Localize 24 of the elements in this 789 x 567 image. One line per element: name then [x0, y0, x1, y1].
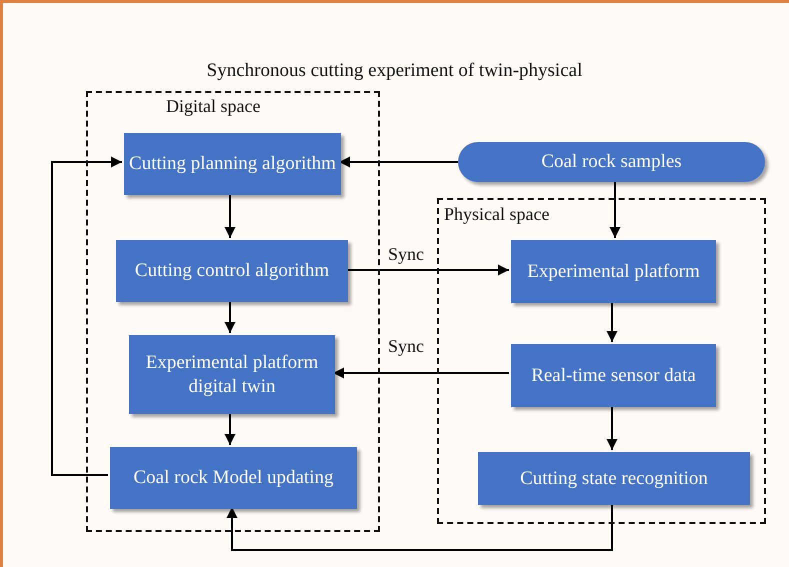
arrow	[224, 300, 236, 333]
arrow	[606, 301, 618, 342]
arrow	[339, 156, 458, 168]
arrow	[51, 156, 122, 476]
arrow	[346, 264, 509, 276]
process-box: Real-time sensor data	[511, 344, 716, 407]
arrow	[224, 193, 236, 238]
process-box: Cutting planning algorithm	[124, 133, 341, 195]
process-box: Coal rock Model updating	[110, 447, 357, 509]
arrow	[606, 405, 618, 450]
arrow	[226, 503, 613, 551]
arrow	[610, 182, 620, 238]
process-box: Experimental platform digital twin	[129, 335, 335, 414]
diagram-title: Synchronous cutting experiment of twin-physical	[206, 60, 584, 82]
process-box: Cutting state recognition	[478, 452, 750, 505]
process-box: Cutting control algorithm	[116, 240, 348, 302]
arrow	[333, 368, 509, 378]
arrow	[224, 412, 236, 445]
dashed-group-box	[86, 91, 380, 532]
dashed-group-box	[437, 198, 766, 524]
process-box: Experimental platform	[511, 240, 716, 303]
group-title: Digital space	[166, 96, 260, 117]
group-title: Physical space	[444, 204, 550, 225]
terminal-pill: Coal rock samples	[458, 142, 765, 182]
